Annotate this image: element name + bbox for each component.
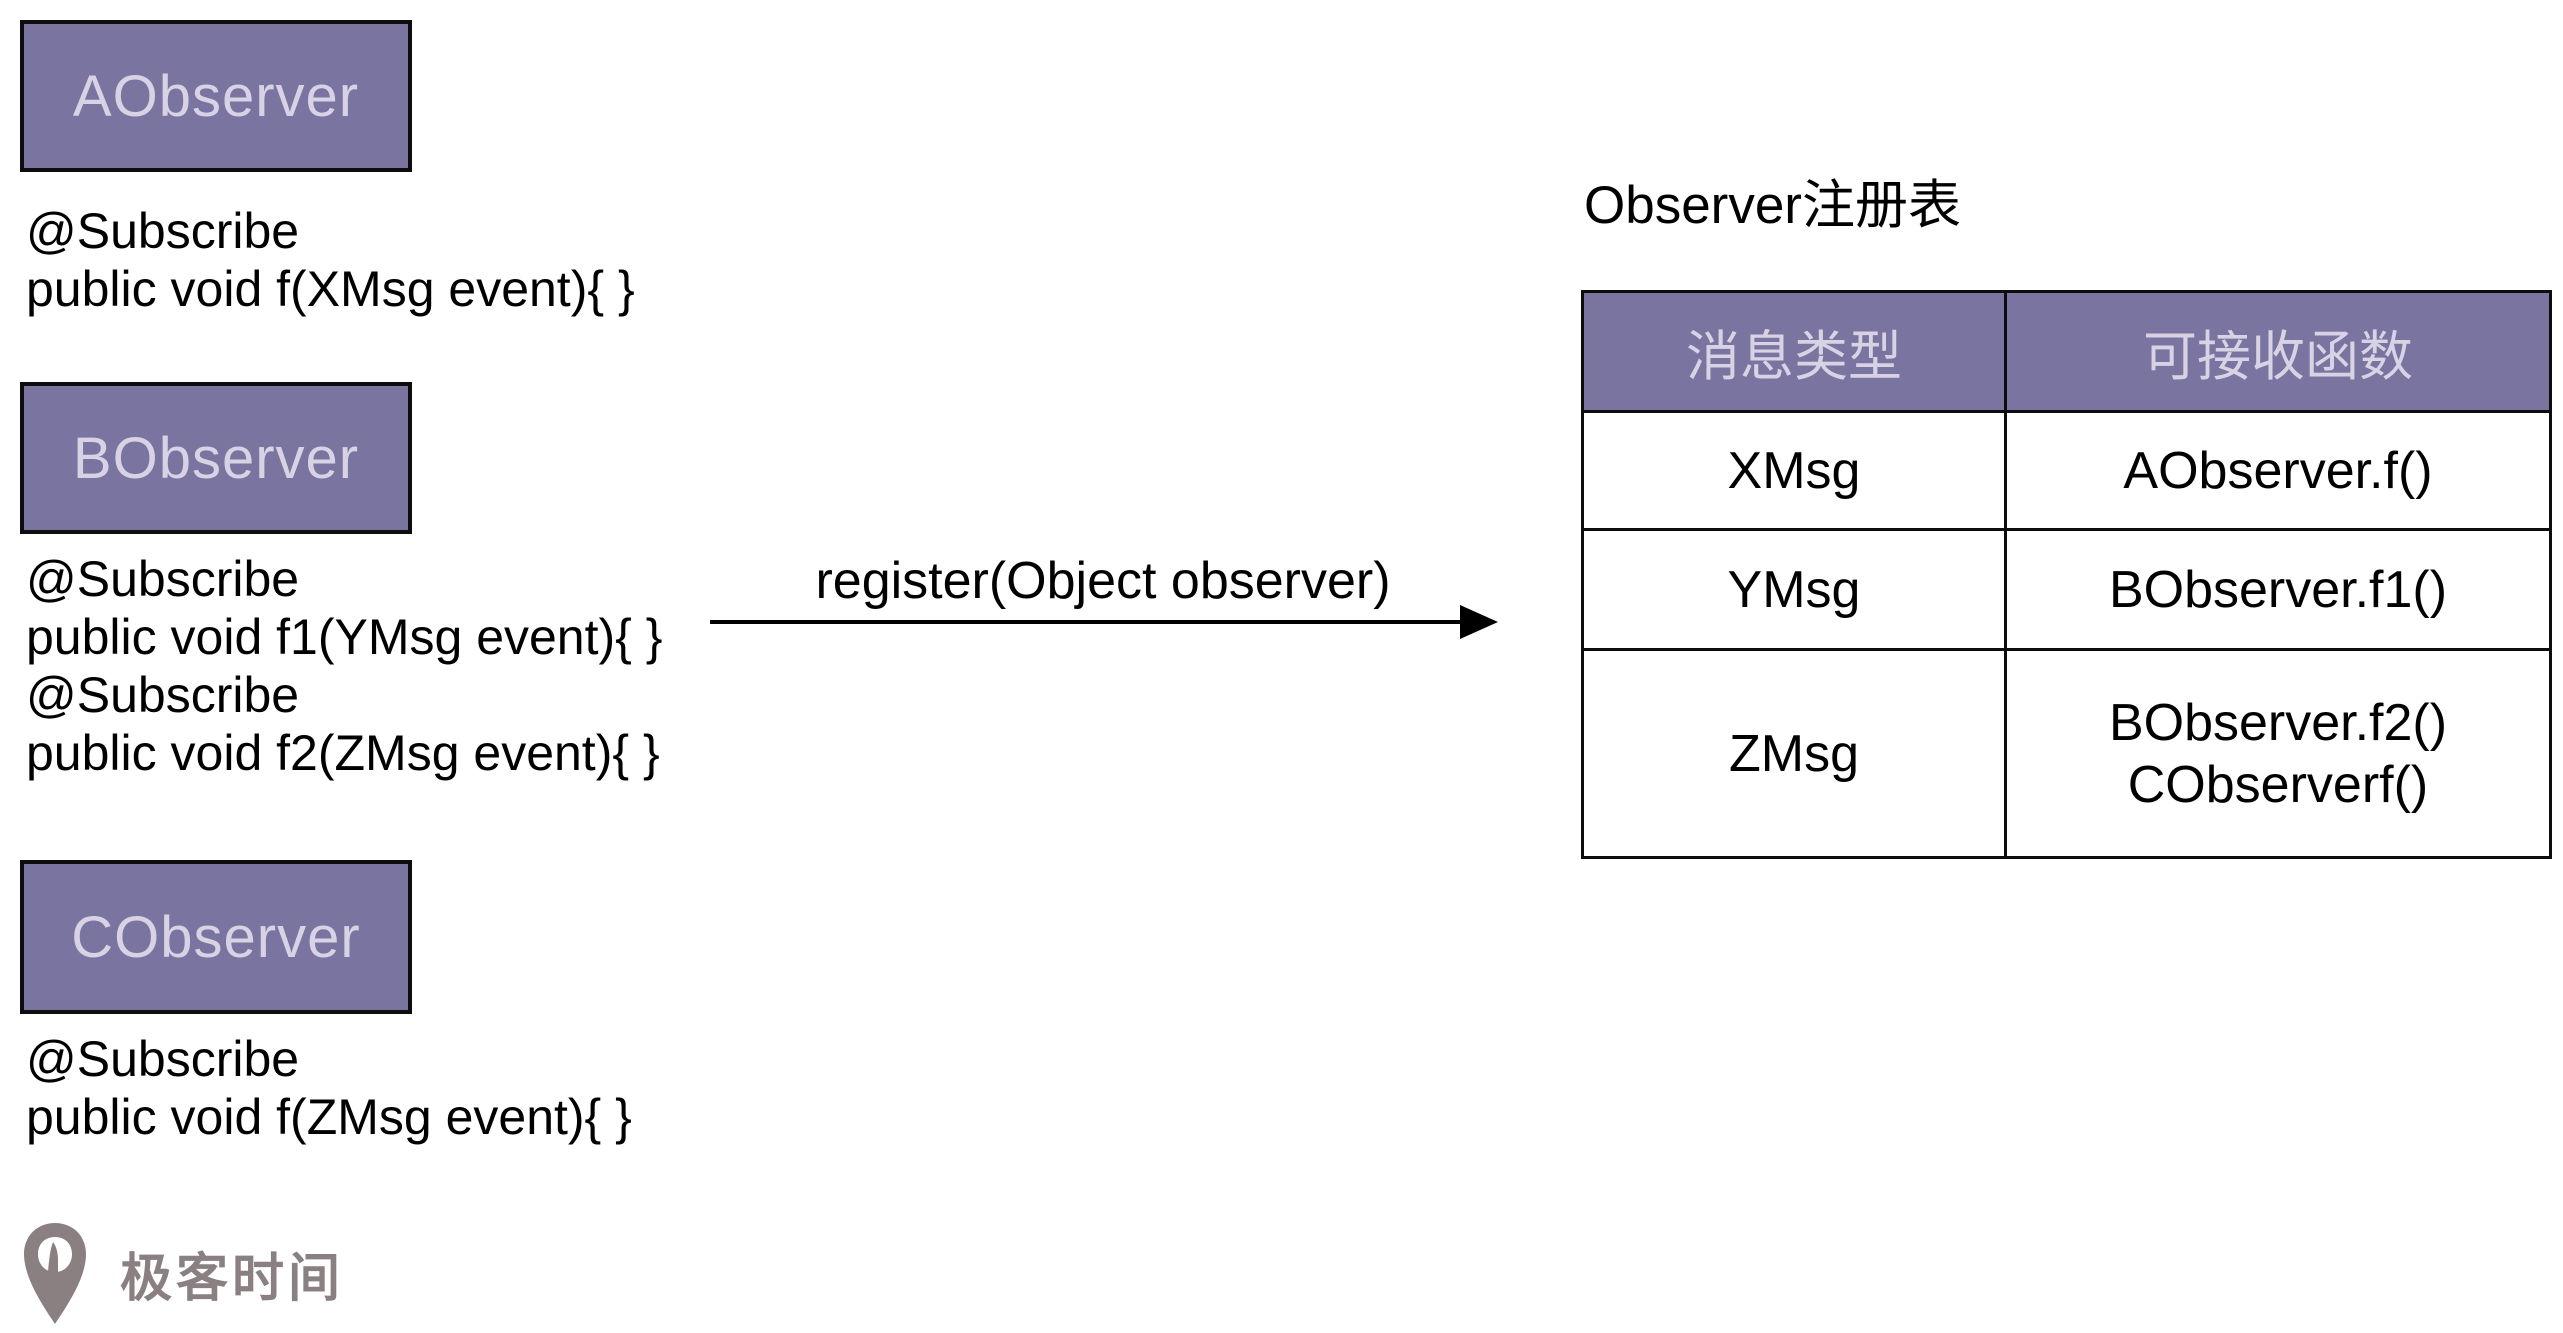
code-line: public void f1(YMsg event){ } [26,609,663,665]
table-row: YMsg BObserver.f1() [1581,528,2552,651]
function-line: BObserver.f2() [2108,693,2448,752]
bobserver-code: @Subscribe public void f1(YMsg event){ }… [26,550,662,782]
bobserver-label: BObserver [72,425,360,491]
cell-functions: AObserver.f() [2004,410,2552,531]
arrow-right-icon [710,605,1498,639]
header-receivable-functions: 可接收函数 [2004,290,2552,413]
geektime-logo-text: 极客时间 [120,1250,345,1308]
cell-functions: BObserver.f2() CObserverf() [2004,648,2552,859]
code-line: @Subscribe [26,203,300,259]
table-title: Observer注册表 [1584,176,1961,235]
cell-message-type: ZMsg [1581,648,2007,859]
cobserver-code: @Subscribe public void f(ZMsg event){ } [26,1030,632,1146]
cell-message-type: YMsg [1581,528,2007,651]
cobserver-label: CObserver [71,904,361,970]
code-line: public void f2(ZMsg event){ } [26,725,660,781]
code-line: public void f(XMsg event){ } [26,261,635,317]
code-line: @Subscribe [26,551,300,607]
table-row: ZMsg BObserver.f2() CObserverf() [1581,648,2552,859]
code-line: @Subscribe [26,667,300,723]
aobserver-label: AObserver [72,63,360,129]
bobserver-box: BObserver [20,382,412,534]
cell-message-type: XMsg [1581,410,2007,531]
function-line: CObserverf() [2127,755,2429,814]
cell-functions: BObserver.f1() [2004,528,2552,651]
header-message-type: 消息类型 [1581,290,2007,413]
observer-registration-table: 消息类型 可接收函数 XMsg AObserver.f() YMsg BObse… [1581,290,2552,859]
geektime-logo: 极客时间 [22,1222,344,1326]
aobserver-code: @Subscribe public void f(XMsg event){ } [26,202,635,318]
code-line: @Subscribe [26,1031,300,1087]
register-arrow-label: register(Object observer) [815,552,1391,610]
cobserver-box: CObserver [20,860,412,1014]
table-row: XMsg AObserver.f() [1581,410,2552,531]
code-line: public void f(ZMsg event){ } [26,1089,632,1145]
table-header-row: 消息类型 可接收函数 [1581,290,2552,413]
aobserver-box: AObserver [20,20,412,172]
geektime-logo-icon [24,1223,86,1324]
